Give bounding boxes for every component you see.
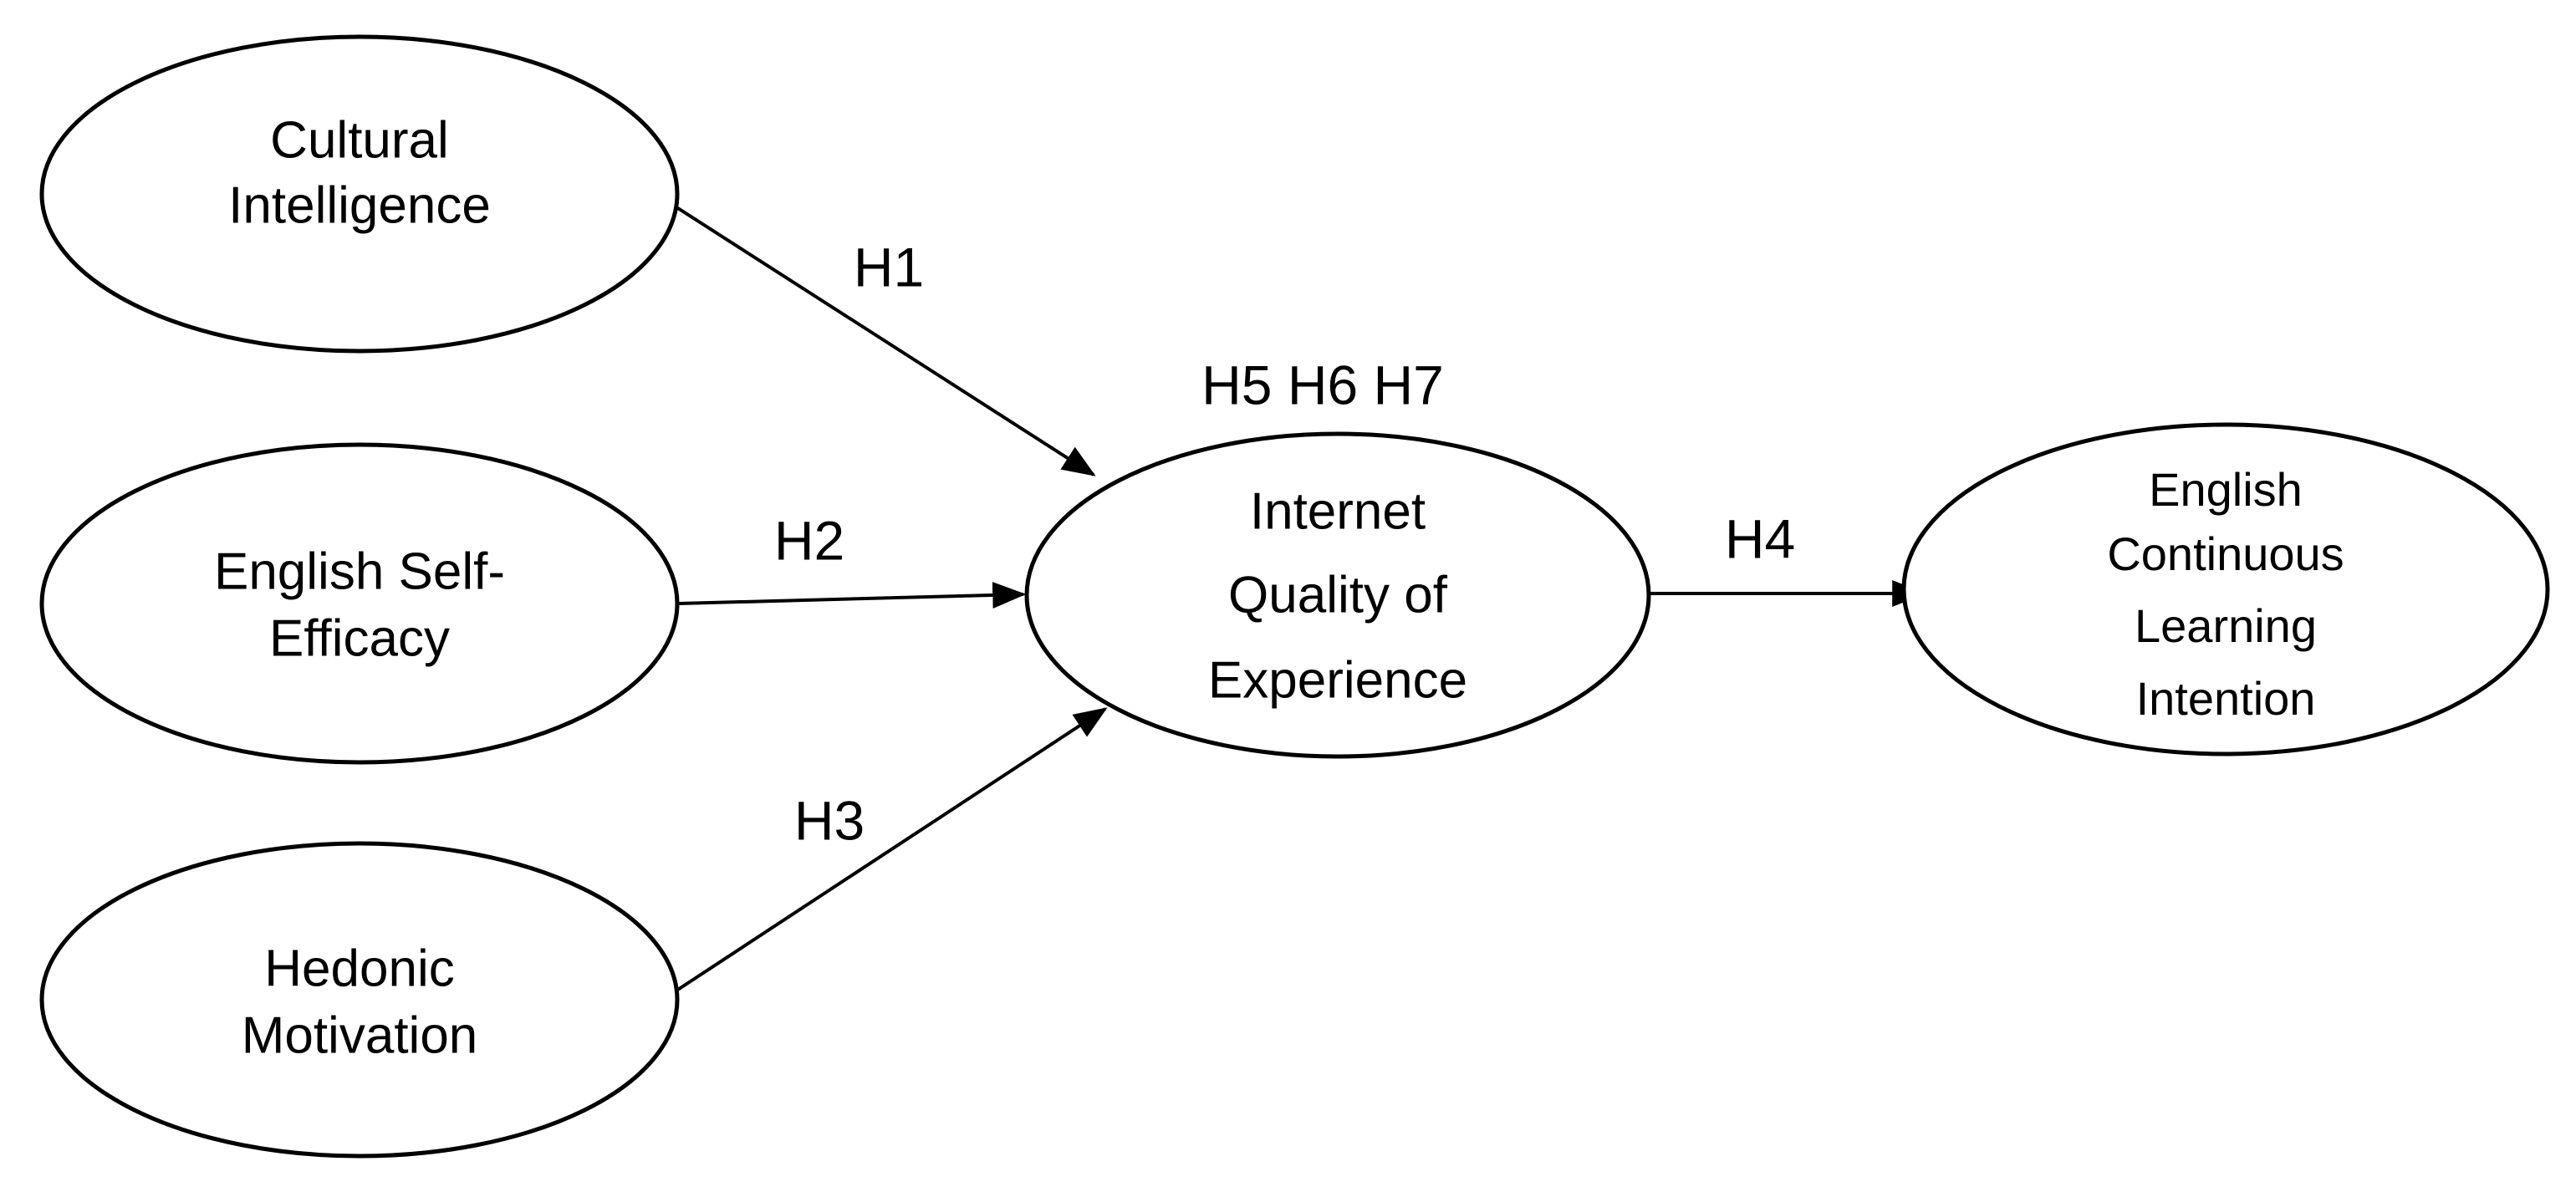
node-english-continuous-learning-intention-line-2: Continuous: [2107, 527, 2344, 580]
edge-h1[interactable]: H1: [649, 189, 1096, 476]
node-cultural-intelligence-line-1: Cultural: [270, 111, 449, 169]
node-cultural-intelligence-line-2: Intelligence: [228, 176, 491, 234]
node-english-self-efficacy-line-2: Efficacy: [269, 609, 450, 667]
node-hedonic-motivation-line-1: Hedonic: [264, 940, 454, 997]
edge-h2-label: H2: [774, 509, 844, 571]
node-cultural-intelligence-shape: [39, 34, 680, 354]
edge-h2[interactable]: H2: [678, 509, 1027, 609]
node-english-self-efficacy-shape: [39, 442, 680, 765]
node-internet-quality-of-experience-line-1: Internet: [1250, 482, 1426, 540]
node-cultural-intelligence[interactable]: Cultural Intelligence: [39, 34, 680, 354]
edge-h3-line: [667, 707, 1108, 997]
node-hedonic-motivation[interactable]: Hedonic Motivation: [39, 841, 680, 1159]
edge-h1-label: H1: [854, 236, 924, 298]
node-english-continuous-learning-intention-line-3: Learning: [2135, 599, 2317, 652]
node-internet-quality-of-experience-line-3: Experience: [1208, 651, 1467, 709]
node-english-continuous-learning-intention-line-4: Intention: [2136, 672, 2316, 725]
node-english-self-efficacy-line-1: English Self-: [214, 543, 505, 600]
node-internet-quality-of-experience-line-2: Quality of: [1228, 566, 1448, 624]
node-internet-quality-of-experience[interactable]: Internet Quality of Experience: [1024, 431, 1651, 759]
node-internet-quality-of-experience-shape: [1024, 431, 1651, 759]
edge-h3[interactable]: H3: [667, 707, 1108, 997]
moderator-hypotheses-label: H5 H6 H7: [1201, 354, 1444, 415]
node-english-continuous-learning-intention[interactable]: English Continuous Learning Intention: [1901, 422, 2550, 756]
edge-h1-line: [649, 189, 1096, 476]
node-hedonic-motivation-shape: [39, 841, 680, 1159]
edge-h2-line: [678, 581, 1027, 609]
node-english-continuous-learning-intention-shape: [1901, 422, 2550, 756]
node-hedonic-motivation-line-2: Motivation: [242, 1006, 478, 1064]
edge-h3-label: H3: [794, 789, 865, 851]
edges-layer: H1 H2 H3 H4: [649, 189, 1926, 997]
node-english-continuous-learning-intention-line-1: English: [2149, 463, 2303, 516]
nodes-layer: Cultural Intelligence English Self- Effi…: [39, 34, 2550, 1159]
edge-h4-label: H4: [1725, 507, 1795, 569]
node-english-self-efficacy[interactable]: English Self- Efficacy: [39, 442, 680, 765]
edge-h4[interactable]: H4: [1645, 507, 1926, 607]
